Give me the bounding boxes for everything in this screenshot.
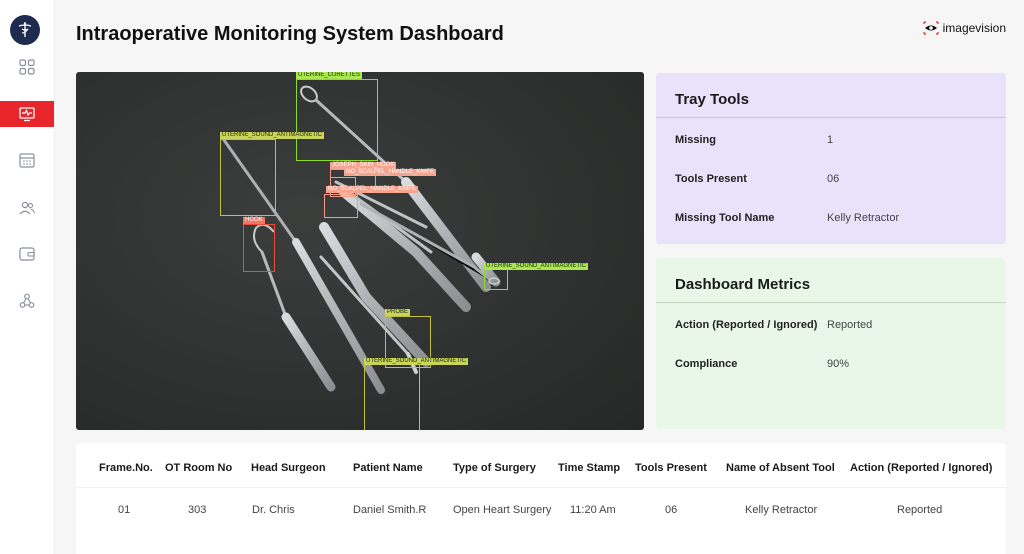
detection-label: UTERINE_CURETTES: [296, 72, 363, 79]
compliance-label: Compliance: [675, 358, 738, 370]
detection-box: [364, 364, 420, 430]
column-header[interactable]: Tools Present: [635, 462, 707, 474]
calendar-icon: [19, 153, 35, 168]
detection-label: NO_SCALPEL_HANDLE_KNIFE: [326, 186, 419, 193]
detection-box: [324, 194, 358, 218]
nav-network[interactable]: [0, 288, 54, 314]
page-title: Intraoperative Monitoring System Dashboa…: [76, 23, 504, 45]
detection-box: [385, 316, 431, 368]
detection-label: UTERINE_SOUND_ANTIMAGNETIC: [484, 263, 589, 270]
detection-box: [243, 224, 275, 272]
nav-calendar[interactable]: [0, 147, 54, 173]
nav-monitoring[interactable]: [0, 101, 54, 127]
action-label: Action (Reported / Ignored): [675, 319, 818, 331]
action-value: Reported: [827, 319, 873, 331]
column-header[interactable]: Head Surgeon: [251, 462, 326, 474]
tray-tools-card: Tray Tools Missing 1 Tools Present 06 Mi…: [656, 73, 1006, 244]
nav-wallet[interactable]: [0, 241, 54, 267]
column-header[interactable]: Time Stamp: [558, 462, 621, 474]
caduceus-icon[interactable]: [10, 15, 40, 45]
table-cell: Open Heart Surgery: [453, 504, 552, 516]
table-cell: 01: [118, 504, 131, 516]
brand-name: imagevision: [942, 21, 1006, 35]
detection-label: NO_SCALPEL_HANDLE_KNIFE: [344, 169, 437, 176]
detection-label: PROBE: [385, 309, 411, 316]
detection-label: UTERINE_SOUND_ANTIMAGNETIC: [364, 358, 469, 365]
detection-box: [220, 139, 276, 216]
missing-label: Missing: [675, 134, 716, 146]
detection-label: UTERINE_SOUND_ANTIMAGNETIC: [220, 132, 325, 139]
column-header[interactable]: Patient Name: [353, 462, 423, 474]
detection-box: [296, 79, 378, 161]
column-header[interactable]: Name of Absent Tool: [726, 462, 835, 474]
brand-logo: imagevision: [922, 21, 1006, 35]
divider: [76, 487, 1006, 488]
grid-icon: [19, 59, 35, 75]
table-cell: 11:20 Am: [570, 504, 616, 516]
missing-tool-name-label: Missing Tool Name: [675, 212, 775, 224]
tools-present-value: 06: [827, 173, 840, 185]
detection-box: [484, 268, 508, 290]
table-cell: Dr. Chris: [252, 504, 295, 516]
detection-label: JOSEPH_SKIN_HOOK: [330, 162, 397, 169]
column-header[interactable]: Action (Reported / Ignored): [850, 462, 993, 474]
table-cell: Daniel Smith.R: [353, 504, 427, 516]
tools-present-label: Tools Present: [675, 173, 747, 185]
missing-tool-name-value: Kelly Retractor: [827, 212, 900, 224]
dashboard-metrics-title: Dashboard Metrics: [675, 276, 811, 293]
frames-table: Frame.No. OT Room No Head Surgeon Patien…: [76, 443, 1006, 554]
table-cell: Kelly Retractor: [745, 504, 818, 516]
missing-value: 1: [827, 134, 834, 146]
divider: [656, 117, 1006, 118]
monitor-pulse-icon: [19, 107, 35, 122]
network-icon: [19, 293, 35, 308]
column-header[interactable]: OT Room No: [165, 462, 233, 474]
column-header[interactable]: Frame.No.: [99, 462, 153, 474]
divider: [656, 302, 1006, 303]
sidebar: [0, 0, 55, 554]
wallet-icon: [19, 247, 35, 261]
instrument-tray-image: [222, 85, 501, 394]
column-header[interactable]: Type of Surgery: [453, 462, 536, 474]
eye-logo-icon: [923, 21, 939, 35]
nav-dashboard-grid[interactable]: [0, 54, 54, 80]
camera-feed[interactable]: UTERINE_CURETTES UTERINE_SOUND_ANTIMAGNE…: [76, 72, 644, 430]
table-cell: 06: [665, 504, 678, 516]
table-cell: Reported: [897, 504, 943, 516]
table-cell: 303: [188, 504, 207, 516]
users-icon: [19, 201, 36, 215]
tray-tools-title: Tray Tools: [675, 91, 749, 108]
dashboard-metrics-card: Dashboard Metrics Action (Reported / Ign…: [656, 258, 1006, 429]
nav-users[interactable]: [0, 195, 54, 221]
detection-label: HOOK: [243, 217, 265, 224]
compliance-value: 90%: [827, 358, 850, 370]
